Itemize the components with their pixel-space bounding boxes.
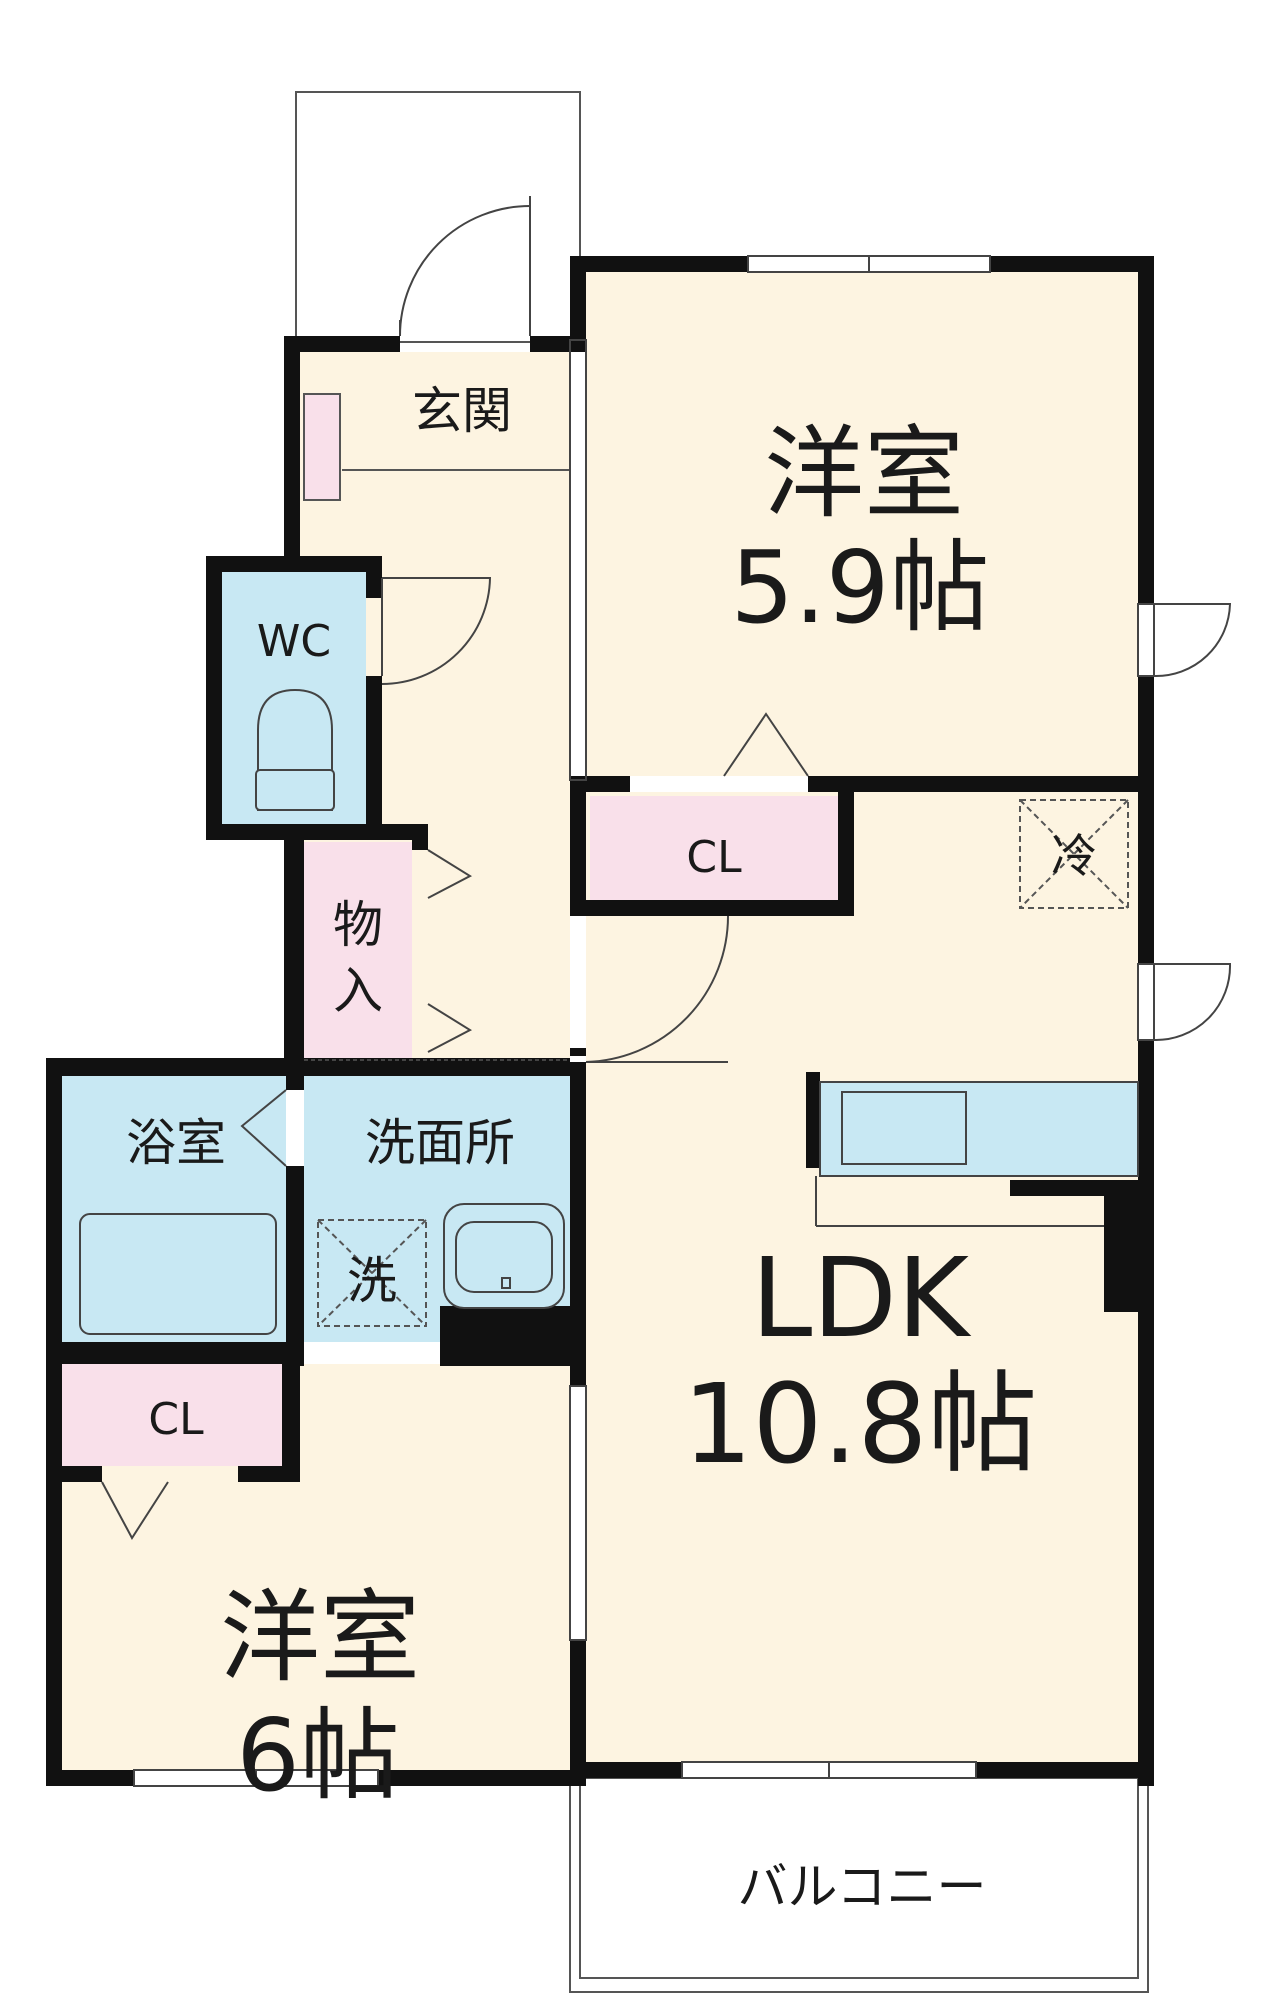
- ldk-name: LDK: [751, 1234, 972, 1362]
- north-room-size: 5.9帖: [730, 529, 989, 646]
- toilet-fixture: [255, 688, 335, 811]
- kitchen-counter: [815, 1081, 1139, 1227]
- ldk-floor: [586, 792, 1138, 1770]
- cl-north-floor: [590, 796, 838, 900]
- wc-label: WC: [257, 616, 331, 667]
- fridge-space: [1019, 799, 1129, 909]
- washing-machine-label: 洗: [347, 1252, 397, 1310]
- north-room-floor: [586, 272, 1138, 776]
- mono-ire-floor: [304, 842, 412, 1058]
- cl-south-floor: [62, 1364, 282, 1466]
- cl-south-label: CL: [148, 1394, 204, 1445]
- north-room-name: 洋室: [764, 415, 964, 532]
- windows: [133, 255, 1155, 1787]
- mono-ire-label-1: 物: [333, 896, 383, 954]
- washing-machine-space: [317, 1219, 427, 1327]
- walls: [46, 256, 1154, 1786]
- ldk-size: 10.8帖: [683, 1360, 1038, 1488]
- south-room-name: 洋室: [220, 1579, 420, 1696]
- fridge-label: 冷: [1051, 829, 1097, 883]
- balcony-outline: [569, 1777, 1149, 1993]
- genkan-label: 玄関: [412, 382, 512, 440]
- bathroom-label: 浴室: [126, 1114, 226, 1172]
- mono-ire-label-2: 入: [333, 962, 383, 1020]
- shoe-box: [303, 393, 341, 501]
- bathtub-fixture: [79, 1213, 277, 1335]
- cl-north-label: CL: [686, 832, 742, 883]
- entrance-porch: [295, 91, 581, 343]
- washroom-label: 洗面所: [365, 1114, 515, 1172]
- south-room-size: 6帖: [236, 1697, 400, 1814]
- wash-basin-fixture: [443, 1203, 565, 1309]
- doors: [101, 196, 1232, 1540]
- balcony-label: バルコニー: [738, 1858, 987, 1916]
